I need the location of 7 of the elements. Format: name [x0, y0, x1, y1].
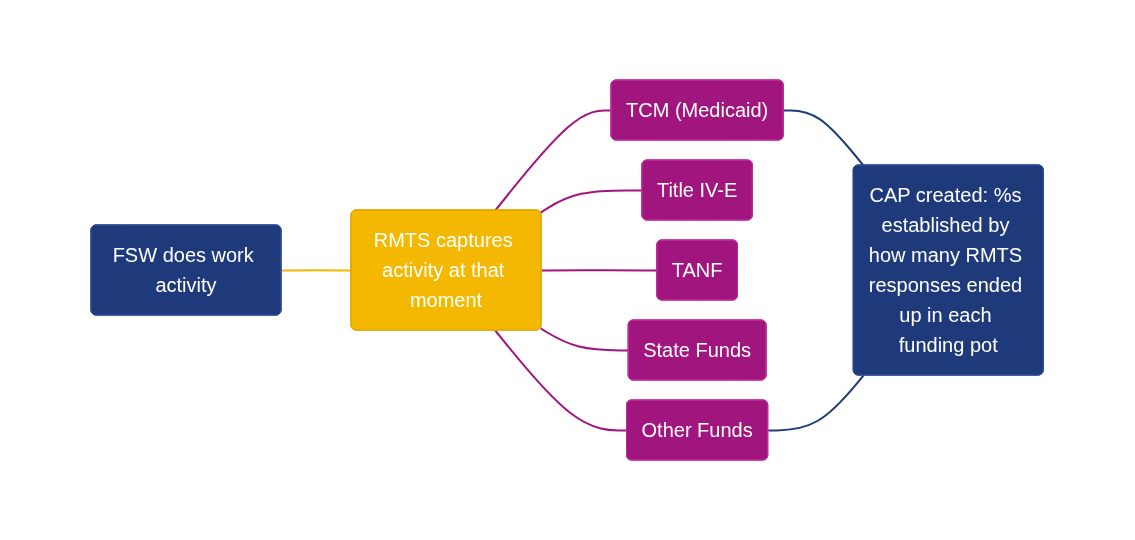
connector	[540, 269, 659, 272]
connector	[494, 109, 613, 212]
connector	[783, 109, 865, 167]
connector	[494, 329, 629, 432]
connector	[539, 189, 644, 214]
connector	[767, 374, 865, 432]
connector	[280, 269, 353, 272]
